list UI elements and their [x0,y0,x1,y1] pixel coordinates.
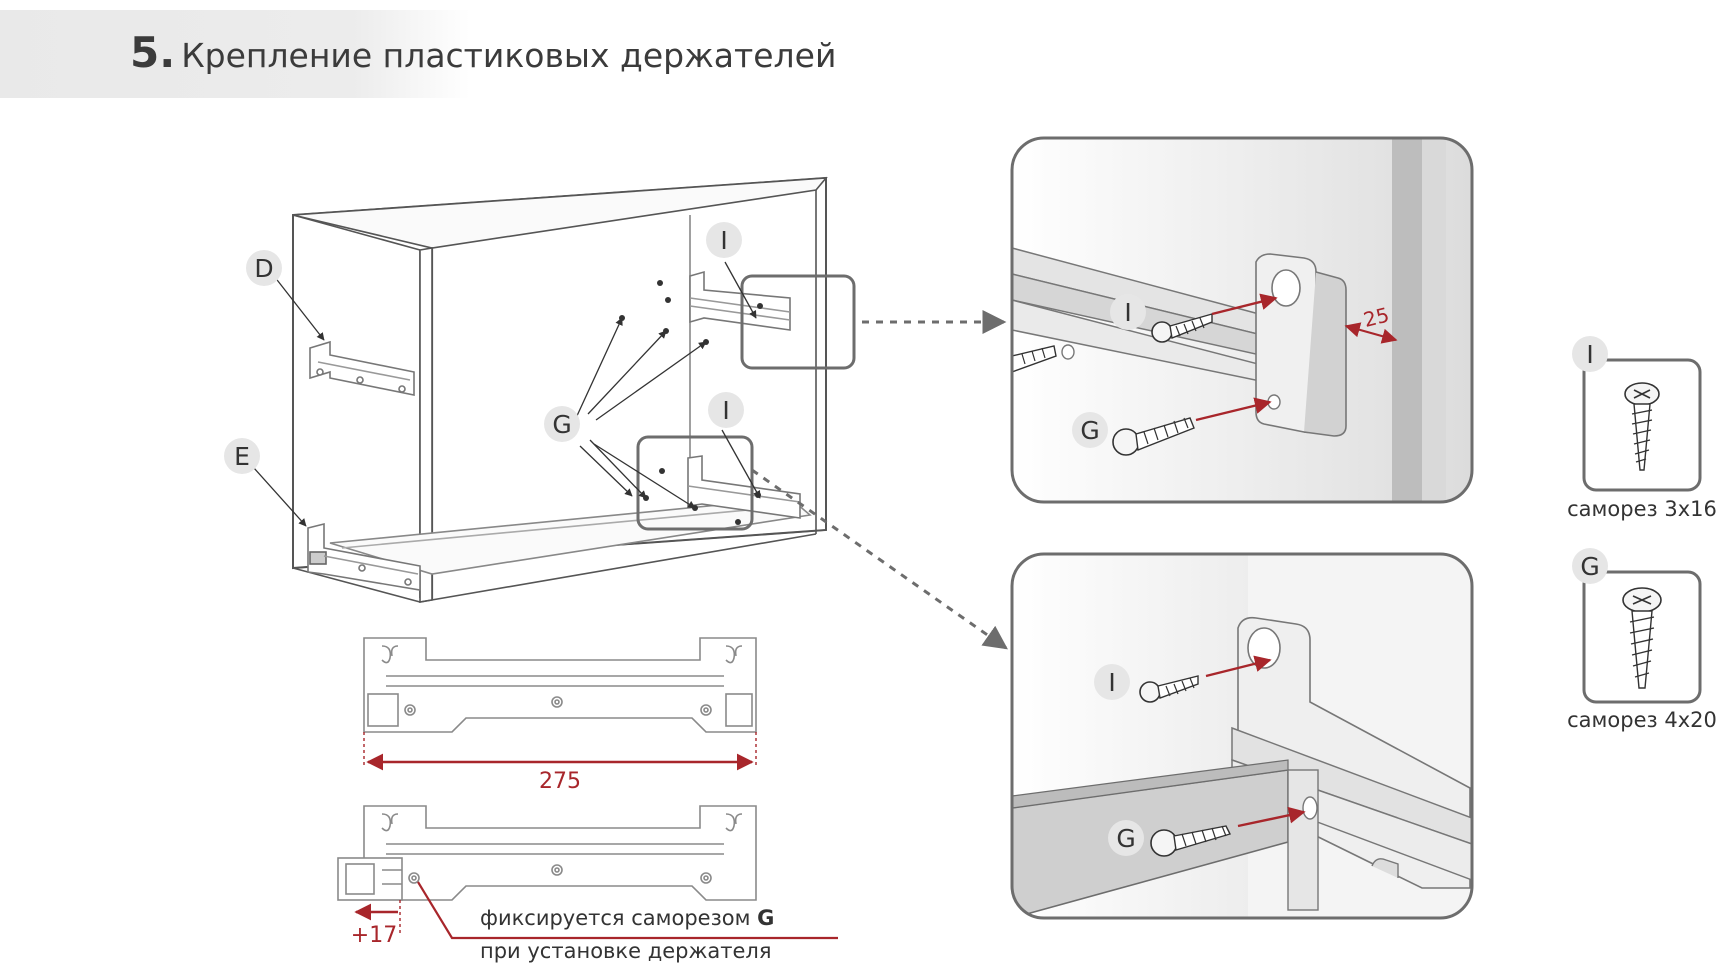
step-number: 5. [130,28,176,77]
detail-bottom-panel: I G [1010,552,1474,920]
screw-4x20-icon [1622,587,1662,689]
label-g: G [552,410,571,439]
dimension-25: 25 [1361,302,1392,331]
screw-i-bottom-detail [1139,675,1199,703]
screw-legend-i: I саморез 3x16 [1567,336,1717,521]
page-title: 5.Крепление пластиковых держателей [130,28,836,77]
screw-edge-top-detail [1012,345,1057,373]
rail-shifted-view [337,805,757,934]
rail-flat-view [363,637,757,766]
label-d: D [254,254,273,283]
detail-top-panel: 25 I G [1010,136,1474,504]
dimension-275: 275 [539,769,581,794]
legend-g-caption: саморез 4x20 [1567,708,1717,732]
label-i-top: I [720,226,727,255]
dimension-plus-17: +17 [351,923,397,948]
detail-top-label-g: G [1080,416,1099,445]
cabinet-drawing [292,176,856,603]
note-line-1-text: фиксируется саморезом [480,906,757,930]
detail-bottom-label-g: G [1116,824,1135,853]
note-line-1-bold: G [757,906,774,930]
screw-g-top-detail [1112,417,1195,456]
detail-top-label-i: I [1124,298,1131,327]
cabinet-callouts: D E I I G [224,222,744,474]
screw-3x16-icon [1624,382,1660,471]
step-title-text: Крепление пластиковых держателей [181,36,837,75]
note-leader [417,881,838,940]
header-band [0,10,470,98]
screw-g-bottom-detail [1150,825,1231,857]
screw-i-top-detail [1151,313,1213,343]
label-e: E [234,442,250,471]
legend-g-label: G [1580,552,1599,581]
legend-i-label: I [1586,340,1593,369]
legend-i-caption: саморез 3x16 [1567,497,1717,521]
callout-leaders [253,261,761,527]
screw-legend-g: G саморез 4x20 [1567,548,1717,732]
detail-bottom-label-i: I [1108,668,1115,697]
label-i-bottom: I [722,396,729,425]
note-line-1: фиксируется саморезом G [480,906,774,930]
note-line-2: при установке держателя [480,939,771,963]
detail-connectors [751,310,1008,650]
